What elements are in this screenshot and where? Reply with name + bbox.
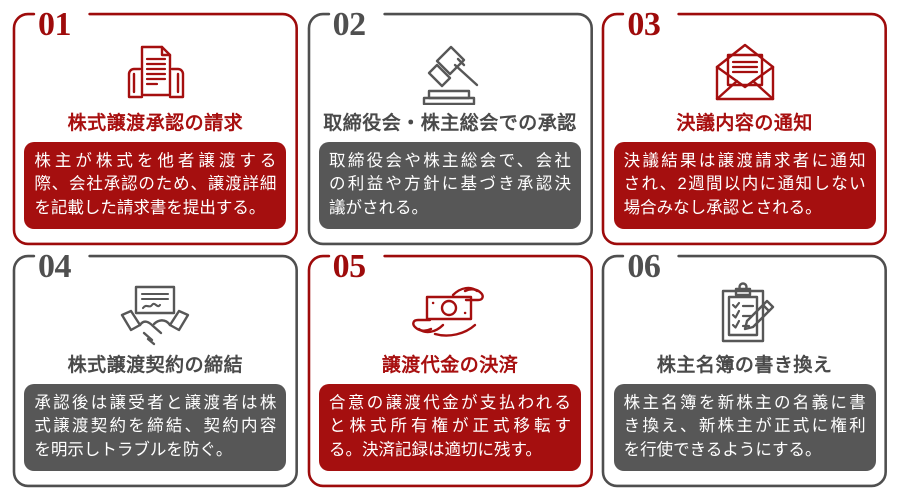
description-line: を明示しトラブルを防ぐ。 <box>34 440 233 459</box>
description-line: 承認後は譲受者と譲渡者は株 <box>34 394 277 412</box>
step-card-04: 04 株式譲渡契約の締結承認後は譲受者と譲渡者は株式譲渡契約を締結、契約内容を明示… <box>12 250 299 488</box>
step-number: 06 <box>627 248 661 285</box>
clipboard-pencil-icon <box>709 280 781 348</box>
open-envelope-icon <box>706 38 784 106</box>
description-line: と株式所有権が正式移転す <box>328 417 571 436</box>
step-card-01: 01 株式譲渡承認の請求株主が株式を他者譲渡する際、会社承認のため、譲渡詳細を記載… <box>12 8 299 246</box>
description-line: 場合みなし承認とされる。 <box>623 198 822 217</box>
handshake-contract-icon <box>114 280 196 348</box>
cash-in-hands-icon <box>409 280 491 348</box>
step-description: 株主が株式を他者譲渡する際、会社承認のため、譲渡詳細を記載した請求書を提出する。 <box>24 142 287 230</box>
description-line: 株主名簿を新株主の名義に書 <box>623 394 866 412</box>
step-description: 合意の譲渡代金が支払われると株式所有権が正式移転する。決済記録は適切に残す。 <box>318 384 581 472</box>
description-line: を行使できるようにする。 <box>623 440 822 459</box>
step-number: 04 <box>38 248 72 285</box>
description-line: 決議結果は譲渡請求者に通知 <box>623 152 866 170</box>
step-title: 取締役会・株主総会での承認 <box>323 113 577 134</box>
step-title: 株式譲渡承認の請求 <box>67 113 244 134</box>
description-line: の利益や方針に基づき承認決 <box>328 175 571 194</box>
description-line: を記載した請求書を提出する。 <box>34 198 266 217</box>
step-card-06: 06 株主名簿の書き換え株主名簿を新株主の名義に書き換え、新株主が正式に権利を行使… <box>601 250 888 488</box>
step-number: 01 <box>38 6 72 43</box>
step-description: 取締役会や株主総会で、会社の利益や方針に基づき承認決議がされる。 <box>318 142 581 230</box>
step-number: 03 <box>627 6 661 43</box>
description-line: 株主が株式を他者譲渡する <box>34 152 277 170</box>
description-line: き換え、新株主が正式に権利 <box>623 417 866 436</box>
step-title: 株式譲渡契約の締結 <box>67 355 244 376</box>
description-line: る。決済記録は適切に残す。 <box>328 440 542 459</box>
description-line: され、2週間以内に通知しない <box>623 175 866 194</box>
step-card-03: 03 決議内容の通知決議結果は譲渡請求者に通知され、2週間以内に通知しない場合みな… <box>601 8 888 246</box>
description-line: 取締役会や株主総会で、会社 <box>328 152 571 170</box>
gavel-icon <box>407 38 493 106</box>
document-in-hands-icon <box>116 38 194 106</box>
description-line: 合意の譲渡代金が支払われる <box>328 394 571 412</box>
description-line: 議がされる。 <box>328 198 428 217</box>
step-card-05: 05 譲渡代金の決済合意の譲渡代金が支払われると株式所有権が正式移転する。決済記録… <box>306 250 594 488</box>
step-description: 株主名簿を新株主の名義に書き換え、新株主が正式に権利を行使できるようにする。 <box>613 384 876 472</box>
step-number: 02 <box>332 6 367 43</box>
step-title: 譲渡代金の決済 <box>381 355 519 376</box>
step-description: 承認後は譲受者と譲渡者は株式譲渡契約を締結、契約内容を明示しトラブルを防ぐ。 <box>24 384 287 472</box>
description-line: 式譲渡契約を締結、契約内容 <box>34 417 277 436</box>
step-number: 05 <box>332 248 367 285</box>
description-line: 際、会社承認のため、譲渡詳細 <box>34 175 277 194</box>
step-title: 決議内容の通知 <box>676 113 813 134</box>
step-title: 株主名簿の書き換え <box>656 355 833 376</box>
step-description: 決議結果は譲渡請求者に通知され、2週間以内に通知しない場合みなし承認とされる。 <box>613 142 876 230</box>
